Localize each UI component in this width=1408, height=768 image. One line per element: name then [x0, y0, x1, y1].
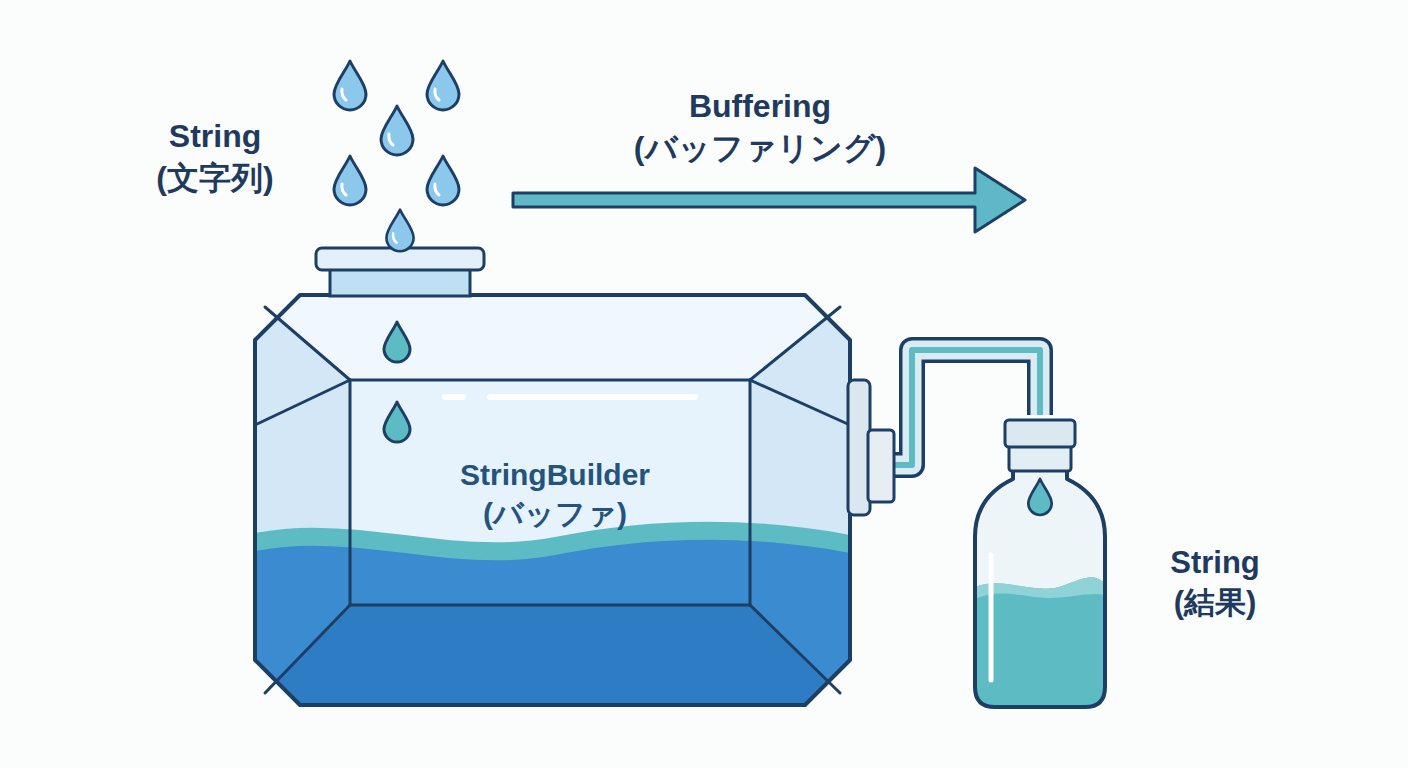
- tank-outline: [255, 295, 850, 705]
- tank-edge: [350, 604, 750, 607]
- tank-edge: [749, 380, 752, 605]
- highlight: [490, 394, 695, 400]
- node-shape: [975, 415, 1105, 710]
- water-drop: [386, 210, 413, 252]
- bottle-collar: [1009, 445, 1071, 471]
- water-drop: [427, 156, 459, 205]
- node-heading: String (結果): [1140, 543, 1290, 624]
- bottle-liquid: [975, 577, 1105, 599]
- pipe-flow: [850, 350, 1040, 465]
- tank-edge: [750, 380, 850, 425]
- tank-edge: [350, 379, 750, 382]
- pipe-outline: [850, 350, 1040, 465]
- tank-body: [255, 295, 850, 705]
- water-drop: [427, 61, 459, 110]
- pipe-connector: [850, 350, 1040, 465]
- bottle-body: [975, 470, 1105, 707]
- buffer-tank: StringBuilder (バッファ): [255, 295, 850, 705]
- node-title: StringBuilder (バッファ): [415, 455, 695, 533]
- tank-edge: [255, 380, 350, 425]
- tank-edge: [265, 605, 350, 693]
- tank-neck: [330, 268, 470, 296]
- water-drop: [381, 106, 413, 155]
- flow-arrow: [513, 168, 1025, 232]
- tank-edge: [349, 380, 352, 605]
- water-drop: [334, 156, 366, 205]
- tank-flange: [316, 248, 484, 270]
- pipe-inner: [850, 350, 1040, 465]
- bottle-liquid: [975, 577, 1105, 707]
- pipe-fitting: [868, 430, 894, 502]
- bottle-cap: [1005, 420, 1075, 447]
- highlight: [445, 394, 463, 400]
- bottle-outline: [975, 470, 1105, 707]
- tank-edge: [750, 605, 840, 693]
- water-drop: [334, 61, 366, 110]
- input-label: String (文字列): [120, 116, 310, 199]
- result-bottle: String (結果): [975, 415, 1105, 710]
- highlight: [989, 555, 994, 680]
- process-label: Buffering (バッファリング): [590, 86, 930, 169]
